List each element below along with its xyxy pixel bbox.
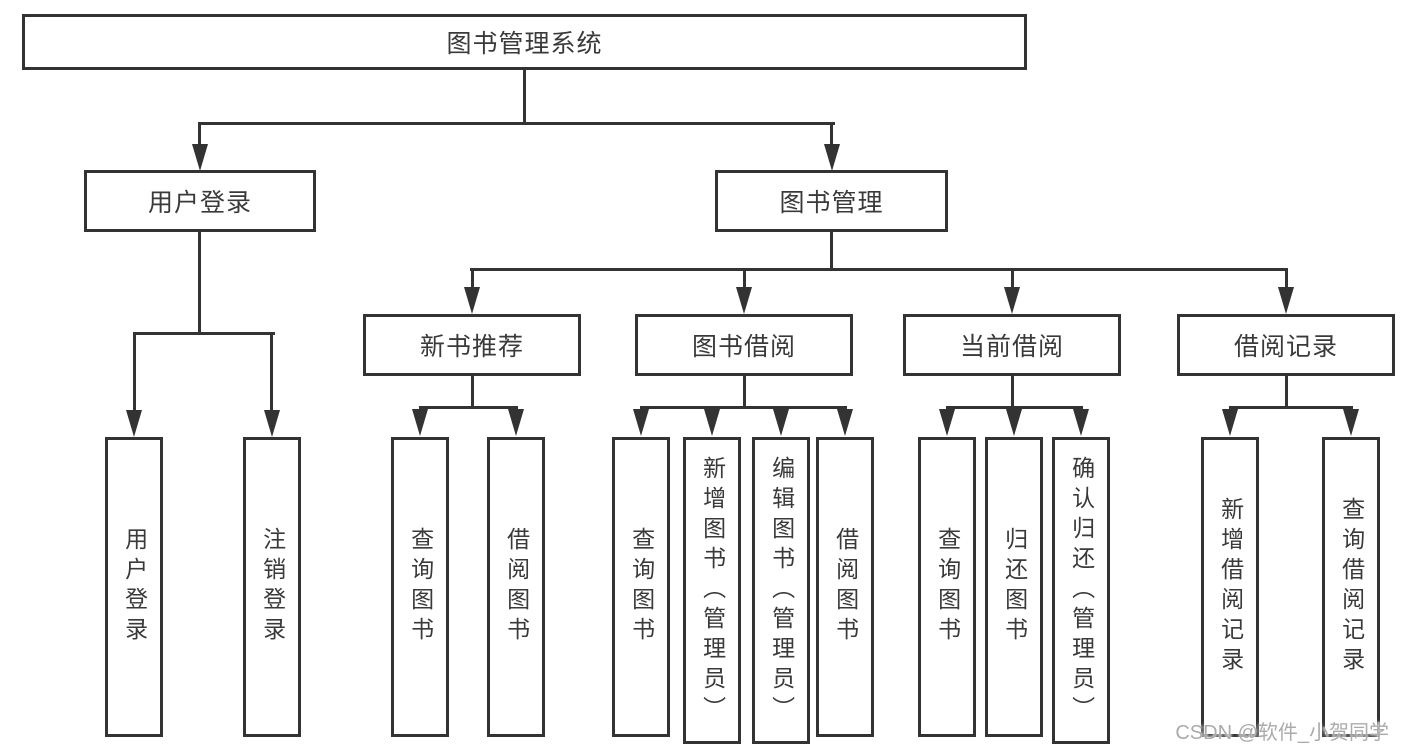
connector-bookmgmt-hline bbox=[470, 268, 1288, 271]
node-label: 注销登录 bbox=[259, 527, 286, 647]
node-logout-leaf: 注销登录 bbox=[243, 437, 301, 737]
node-label: 查询图书 bbox=[628, 527, 655, 647]
arrowhead-confirm-return bbox=[1073, 409, 1089, 436]
node-label: 归还图书 bbox=[1001, 527, 1028, 647]
node-query-books-3: 查询图书 bbox=[918, 437, 976, 737]
csdn-watermark: CSDN @软件_小贺同学 bbox=[1175, 722, 1389, 744]
node-new-book-recommend: 新书推荐 bbox=[363, 314, 581, 376]
arrowhead-edit-book bbox=[773, 409, 789, 436]
node-user-login: 用户登录 bbox=[84, 170, 316, 232]
arrowhead-query-books-2 bbox=[633, 409, 649, 436]
connector-borrowing-stem bbox=[743, 374, 746, 409]
node-label: 编辑图书（管理员） bbox=[768, 455, 795, 726]
arrowhead-login bbox=[126, 410, 142, 437]
node-label: 借阅图书 bbox=[503, 527, 530, 647]
connector-drop-borrowing bbox=[743, 271, 746, 290]
connector-drop-logout bbox=[270, 335, 273, 411]
node-query-books-2: 查询图书 bbox=[612, 437, 670, 737]
node-add-book-admin: 新增图书（管理员） bbox=[683, 437, 741, 744]
node-book-management: 图书管理 bbox=[715, 170, 948, 232]
node-add-borrow-record: 新增借阅记录 bbox=[1201, 437, 1259, 737]
node-label: 查询图书 bbox=[407, 527, 434, 647]
connector-bookmgmt-stem bbox=[830, 230, 833, 270]
arrowhead-add-book bbox=[704, 409, 720, 436]
connector-recommend-hline bbox=[419, 406, 518, 409]
connector-drop-user-login bbox=[198, 125, 201, 147]
node-edit-book-admin: 编辑图书（管理员） bbox=[752, 437, 810, 744]
node-query-borrow-record: 查询借阅记录 bbox=[1322, 437, 1380, 737]
arrowhead-return-book bbox=[1006, 409, 1022, 436]
node-query-books-1: 查询图书 bbox=[391, 437, 449, 737]
node-borrow-books-1: 借阅图书 bbox=[487, 437, 545, 737]
node-book-borrowing: 图书借阅 bbox=[635, 314, 853, 376]
node-label: 确认归还（管理员） bbox=[1068, 455, 1095, 726]
node-return-book: 归还图书 bbox=[985, 437, 1043, 737]
arrowhead-query-books-3 bbox=[939, 409, 955, 436]
connector-root-hline bbox=[198, 122, 835, 125]
node-borrowing-records: 借阅记录 bbox=[1177, 314, 1395, 376]
node-borrow-books-2: 借阅图书 bbox=[816, 437, 874, 737]
arrowhead-borrow-books-2 bbox=[837, 409, 853, 436]
node-label: 查询图书 bbox=[934, 527, 961, 647]
connector-drop-records bbox=[1285, 271, 1288, 290]
connector-userlogin-hline bbox=[133, 332, 275, 335]
connector-current-stem bbox=[1011, 374, 1014, 409]
connector-root-stem bbox=[523, 68, 526, 125]
connector-drop-login bbox=[133, 335, 136, 411]
arrowhead-borrow-books-1 bbox=[508, 409, 524, 436]
node-label: 新增图书（管理员） bbox=[699, 455, 726, 726]
node-confirm-return-admin: 确认归还（管理员） bbox=[1052, 437, 1110, 744]
node-label: 用户登录 bbox=[121, 527, 148, 647]
connector-current-hline bbox=[946, 406, 1083, 409]
arrowhead-borrowing bbox=[736, 287, 752, 314]
node-library-system: 图书管理系统 bbox=[22, 14, 1027, 70]
node-label: 查询借阅记录 bbox=[1338, 497, 1365, 677]
arrowhead-book-mgmt bbox=[824, 144, 840, 171]
node-label: 新增借阅记录 bbox=[1217, 497, 1244, 677]
connector-borrowing-hline bbox=[640, 406, 847, 409]
arrowhead-user-login bbox=[192, 144, 208, 171]
node-label: 借阅图书 bbox=[832, 527, 859, 647]
node-current-borrowing: 当前借阅 bbox=[903, 314, 1121, 376]
node-user-login-leaf: 用户登录 bbox=[105, 437, 163, 737]
arrowhead-logout bbox=[264, 410, 280, 437]
connector-recommend-stem bbox=[471, 374, 474, 409]
arrowhead-query-books-1 bbox=[412, 409, 428, 436]
arrowhead-query-record bbox=[1343, 409, 1359, 436]
connector-drop-book-mgmt bbox=[830, 125, 833, 147]
arrowhead-records bbox=[1278, 287, 1294, 314]
connector-records-hline bbox=[1229, 406, 1353, 409]
connector-userlogin-stem bbox=[198, 230, 201, 335]
connector-drop-current bbox=[1011, 271, 1014, 290]
arrowhead-add-record bbox=[1222, 409, 1238, 436]
arrowhead-current bbox=[1004, 287, 1020, 314]
connector-records-stem bbox=[1285, 374, 1288, 409]
connector-drop-recommend bbox=[471, 271, 474, 290]
arrowhead-recommend bbox=[464, 287, 480, 314]
